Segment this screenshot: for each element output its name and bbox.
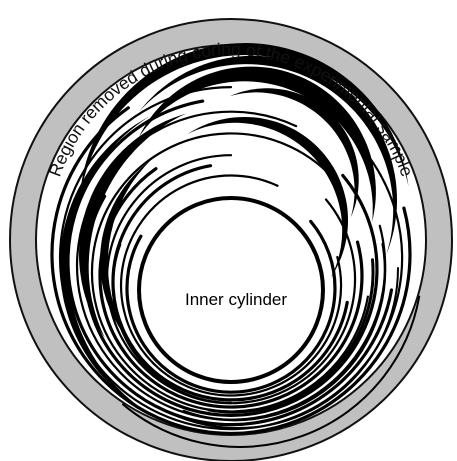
- inner-cylinder-label: Inner cylinder: [185, 290, 287, 309]
